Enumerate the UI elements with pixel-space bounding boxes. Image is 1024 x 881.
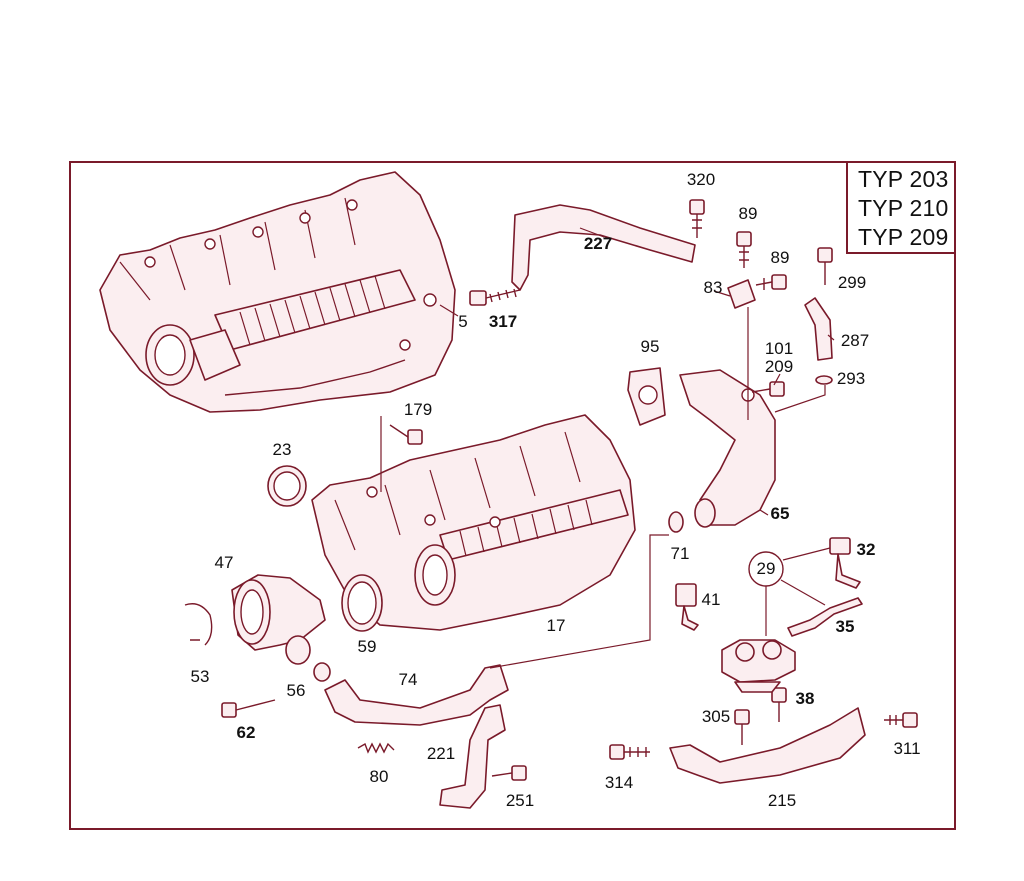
- part-label-311: 311: [893, 739, 921, 758]
- part-label-209: 209: [764, 357, 794, 376]
- bracket-221: [439, 704, 506, 809]
- part-label-317: 317: [488, 312, 518, 331]
- part-label-35: 35: [835, 617, 855, 636]
- spring-80: [357, 742, 395, 754]
- bolt-62: [221, 699, 276, 718]
- part-label-80: 80: [369, 767, 389, 786]
- part-label-221: 221: [426, 744, 456, 763]
- bracket-215: [669, 707, 866, 784]
- part-label-53: 53: [190, 667, 210, 686]
- part-label-65: 65: [770, 504, 790, 523]
- part-label-314: 314: [604, 773, 634, 792]
- part-label-62: 62: [236, 723, 256, 742]
- part-label-227: 227: [583, 234, 613, 253]
- part-label-293: 293: [836, 369, 866, 388]
- part-label-41: 41: [701, 590, 721, 609]
- ring-71: [668, 511, 684, 533]
- model-type-203: TYP 203: [858, 166, 949, 192]
- seal-53: [184, 603, 213, 646]
- part-label-251: 251: [505, 791, 535, 810]
- leader-lines: [380, 227, 835, 669]
- ring-293: [815, 375, 833, 385]
- bolt-299: [817, 247, 833, 285]
- part-label-287: 287: [840, 331, 870, 350]
- bolt-38: [771, 687, 787, 722]
- bolt-305: [734, 709, 750, 745]
- bolt-317: [469, 288, 521, 306]
- part-label-17: 17: [546, 616, 566, 635]
- part-label-47: 47: [214, 553, 234, 572]
- diagram-frame: [69, 161, 956, 830]
- actuator-29: [721, 547, 831, 693]
- lower-intake-manifold: [311, 414, 636, 631]
- rod-35: [787, 597, 863, 637]
- ring-56-small: [313, 662, 331, 682]
- part-label-74: 74: [398, 670, 418, 689]
- part-label-101: 101: [764, 339, 794, 358]
- upper-intake-manifold: [99, 171, 456, 413]
- model-type-210: TYP 210: [858, 195, 949, 221]
- bolt-314: [609, 744, 650, 760]
- hose-287: [804, 297, 833, 361]
- throttle-body-47: [231, 574, 326, 665]
- part-41: [675, 583, 699, 631]
- part-label-32: 32: [856, 540, 876, 559]
- bracket-83: [727, 279, 756, 309]
- bracket-227: [511, 204, 696, 291]
- gasket-95: [627, 367, 666, 426]
- ring-59: [341, 574, 383, 632]
- part-label-179: 179: [403, 400, 433, 419]
- part-label-299: 299: [837, 273, 867, 292]
- part-label-320: 320: [686, 170, 716, 189]
- bolt-311: [884, 712, 918, 728]
- part-label-89-side: 89: [770, 248, 790, 267]
- part-label-38: 38: [795, 689, 815, 708]
- part-label-5: 5: [458, 312, 468, 331]
- ring-23: [267, 465, 307, 507]
- pipe-65: [679, 369, 776, 528]
- part-label-71: 71: [670, 544, 690, 563]
- part-label-56: 56: [286, 681, 306, 700]
- bolt-179: [389, 424, 423, 445]
- part-label-89-top: 89: [738, 204, 758, 223]
- bolt-320: [689, 199, 705, 238]
- pipe-74: [324, 664, 509, 726]
- part-32: [829, 537, 861, 589]
- part-label-23: 23: [272, 440, 292, 459]
- model-type-box: TYP 203 TYP 210 TYP 209: [846, 161, 956, 254]
- bolt-251: [491, 765, 527, 781]
- part-label-83: 83: [703, 278, 723, 297]
- part-label-215: 215: [767, 791, 797, 810]
- bolt-89-horizontal: [755, 274, 787, 290]
- bolt-101-209: [751, 381, 785, 397]
- part-label-95: 95: [640, 337, 660, 356]
- part-label-59: 59: [357, 637, 377, 656]
- part-label-29: 29: [756, 559, 776, 578]
- model-type-209: TYP 209: [858, 224, 949, 250]
- bolt-89-vertical: [736, 231, 752, 268]
- part-label-305: 305: [701, 707, 731, 726]
